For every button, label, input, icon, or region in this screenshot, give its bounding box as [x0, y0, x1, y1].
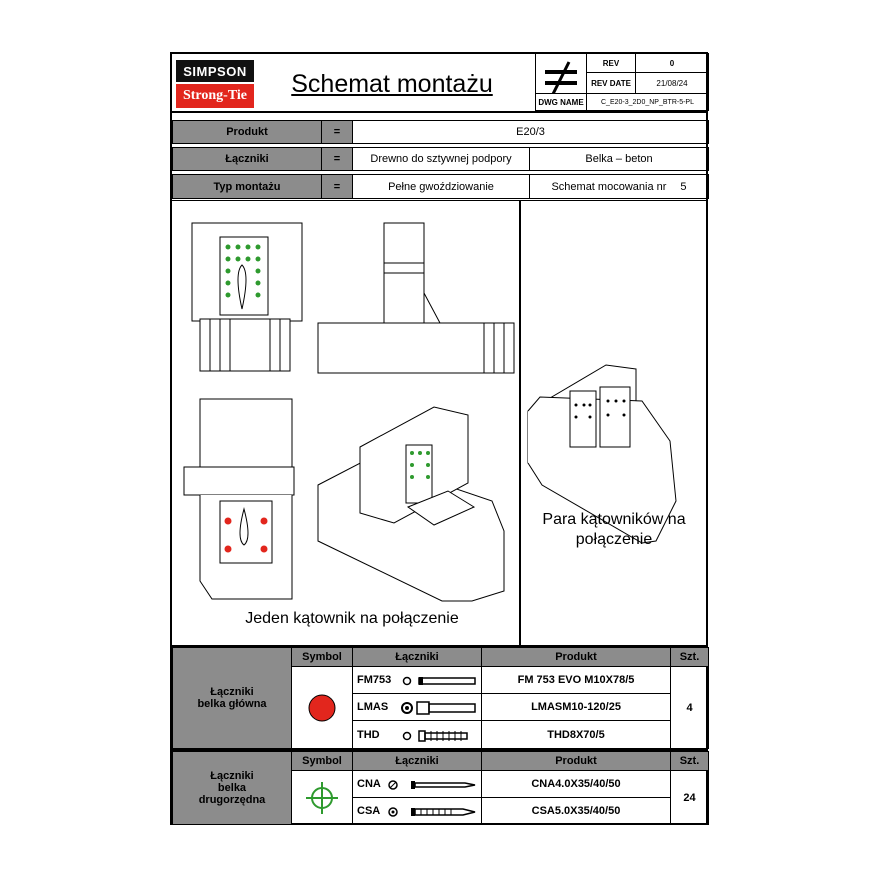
anchor-bolt-icon [402, 676, 476, 686]
bracket-pair-holes [574, 399, 626, 419]
rev-value: 0 [635, 53, 709, 73]
table2-group-label: Łączniki belka drugorzędna [172, 751, 292, 825]
front-view-nails [225, 244, 261, 298]
produkt-eq: = [321, 120, 353, 144]
typ-montazu-label: Typ montażu [172, 174, 322, 199]
table1-symbol-cell [291, 666, 353, 749]
schemat-cell: Schemat mocowania nr 5 [529, 174, 709, 199]
table1-produkt-lmas: LMASM10-120/25 [481, 693, 671, 721]
caption-pair-line-1: Para kątowników na [542, 511, 686, 528]
laczniki-value-wood: Drewno do sztywnej podpory [352, 147, 530, 171]
bracket-pair-iso-drawing [527, 364, 677, 544]
typ-montazu-value: Pełne gwoździowanie [352, 174, 530, 199]
table1-produkt-thd: THD8X70/5 [481, 720, 671, 749]
laczniki-label: Łączniki [172, 147, 322, 171]
drawing-divider [519, 200, 521, 646]
table1-code-lmas: LMAS [357, 701, 389, 713]
concrete-screw-icon [402, 730, 468, 742]
table1-row-thd: THD [352, 720, 482, 749]
table2-code-cna: CNA [357, 778, 381, 790]
table1-col-symbol: Symbol [291, 647, 353, 667]
caption-pair-line-2: połączenie [575, 531, 653, 548]
drawing-bottom-border [172, 645, 708, 647]
table2-col-szt: Szt. [670, 751, 709, 771]
table1-row-lmas: LMAS [352, 693, 482, 721]
single-bracket-nails [410, 451, 430, 479]
table2-col-symbol: Symbol [291, 751, 353, 771]
rev-date-value: 21/08/24 [635, 72, 709, 94]
header-divider [172, 111, 708, 113]
table1-code-thd: THD [357, 729, 380, 741]
table2-symbol-cell [291, 770, 353, 825]
table1-produkt-fm753: FM 753 EVO M10X78/5 [481, 666, 671, 694]
caption-single-bracket: Jeden kątownik na połączenie [245, 610, 459, 627]
logo-strong-tie: Strong-Tie [176, 84, 254, 108]
bottom-view-drawing [183, 398, 295, 600]
typ-montazu-eq: = [321, 174, 353, 199]
side-view-drawing [317, 222, 515, 374]
schemat-value: 5 [680, 180, 687, 193]
bottom-view-anchors [224, 517, 268, 553]
dwg-name-label: DWG NAME [535, 93, 587, 111]
screw-icon [388, 807, 476, 817]
green-crosshair-icon [306, 781, 338, 814]
produkt-value: E20/3 [352, 120, 709, 144]
front-view-drawing [191, 222, 303, 372]
table1-group-label-line-1: Łączniki [210, 686, 254, 698]
table2-szt: 24 [670, 770, 709, 825]
table2-group-label-line-3: drugorzędna [198, 794, 266, 806]
rev-label: REV [586, 53, 636, 73]
not-equal-icon [545, 61, 577, 95]
laczniki-eq: = [321, 147, 353, 171]
red-dot-icon [308, 694, 336, 721]
table2-produkt-cna: CNA4.0X35/40/50 [481, 770, 671, 798]
schemat-label: Schemat mocowania nr [551, 180, 667, 193]
table1-row-fm753: FM753 [352, 666, 482, 694]
single-bracket-iso-drawing [317, 406, 505, 602]
dwg-name-value: C_E20-3_2D0_NP_BTR-5-PL [586, 93, 709, 111]
table1-group-label: Łączniki belka główna [172, 647, 292, 749]
table2-code-csa: CSA [357, 805, 381, 817]
table2-group-label-line-2: belka [217, 782, 247, 794]
table2-produkt-csa: CSA5.0X35/40/50 [481, 797, 671, 825]
laczniki-value-beam: Belka – beton [529, 147, 709, 171]
produkt-label: Produkt [172, 120, 322, 144]
logo-simpson: SIMPSON [176, 60, 254, 82]
table2-col-laczniki: Łączniki [352, 751, 482, 771]
table2-row-cna: CNA [352, 770, 482, 798]
table1-group-label-line-2: belka główna [197, 698, 267, 710]
table1-col-produkt: Produkt [481, 647, 671, 667]
page-title: Schemat montażu [291, 69, 493, 98]
ring-nail-icon [388, 780, 476, 790]
table1-col-laczniki: Łączniki [352, 647, 482, 667]
table1-szt: 4 [670, 666, 709, 749]
table2-row-csa: CSA [352, 797, 482, 825]
rev-date-label: REV DATE [586, 72, 636, 94]
table2-group-label-line-1: Łączniki [210, 770, 254, 782]
assembly-sheet: SIMPSON Strong-Tie Schemat montażu DWG N… [170, 52, 709, 825]
table-divider [172, 748, 708, 751]
table2-col-produkt: Produkt [481, 751, 671, 771]
installation-drawings [183, 222, 677, 602]
table1-code-fm753: FM753 [357, 674, 392, 686]
sleeve-anchor-icon [401, 701, 476, 715]
table1-col-szt: Szt. [670, 647, 709, 667]
drawing-top-border [172, 200, 708, 201]
